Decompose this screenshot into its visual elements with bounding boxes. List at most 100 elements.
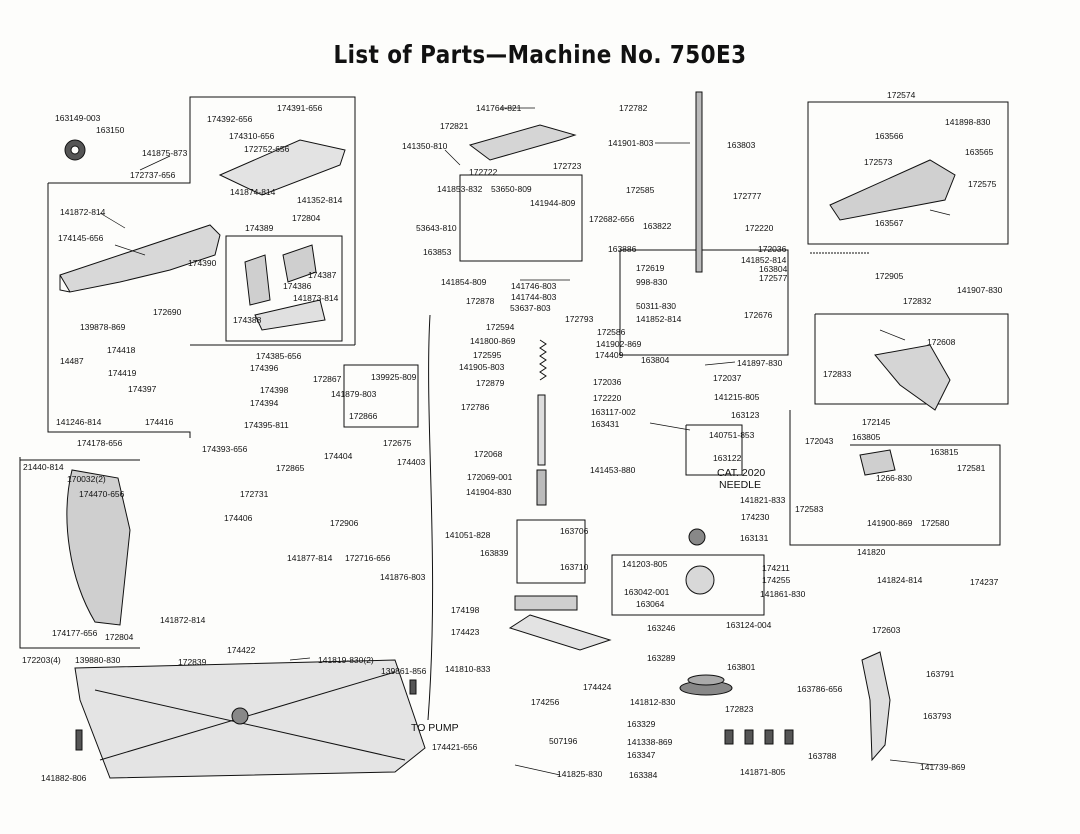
part-label: 174387 xyxy=(308,270,337,280)
part-label: 141246-814 xyxy=(56,417,102,427)
part-label: 163804 xyxy=(759,264,788,274)
part-label: 163122 xyxy=(713,453,742,463)
part-label: 172575 xyxy=(968,179,997,189)
part-label: 172069-001 xyxy=(467,472,513,482)
part-label: 163793 xyxy=(923,711,952,721)
part-label: 139880-830 xyxy=(75,655,121,665)
part-label: 141852-814 xyxy=(741,255,787,265)
part-label: 172043 xyxy=(805,436,834,446)
part-label: 172867 xyxy=(313,374,342,384)
part-label: 141875-873 xyxy=(142,148,188,158)
part-label: 174310-656 xyxy=(229,131,275,141)
part-label: 172220 xyxy=(593,393,622,403)
part-label: 172580 xyxy=(921,518,950,528)
part-label: 172821 xyxy=(440,121,469,131)
part-label: 174385-656 xyxy=(256,351,302,361)
part-label: 172682-656 xyxy=(589,214,635,224)
part-label: 163791 xyxy=(926,669,955,679)
page-title: List of Parts—Machine No. 750E3 xyxy=(333,40,747,69)
part-label: 172823 xyxy=(725,704,754,714)
part-label: 174418 xyxy=(107,345,136,355)
part-label: 174470-656 xyxy=(79,489,125,499)
part-label: 172905 xyxy=(875,271,904,281)
part-label: 172786 xyxy=(461,402,490,412)
part-label: 172586 xyxy=(597,327,626,337)
part-label: 141901-803 xyxy=(608,138,654,148)
part-label: 174178-656 xyxy=(77,438,123,448)
part-label: 163786-656 xyxy=(797,684,843,694)
part-label: 163347 xyxy=(627,750,656,760)
part-label: 163853 xyxy=(423,247,452,257)
part-label: 172723 xyxy=(553,161,582,171)
part-label: 141871-805 xyxy=(740,767,786,777)
part-label: 172804 xyxy=(105,632,134,642)
part-label: 174422 xyxy=(227,645,256,655)
part-label: 174390 xyxy=(188,258,217,268)
part-label: 141907-830 xyxy=(957,285,1003,295)
part-label: 174230 xyxy=(741,512,770,522)
part-label: 172583 xyxy=(795,504,824,514)
part-label: 141824-814 xyxy=(877,575,923,585)
part-label: 172804 xyxy=(292,213,321,223)
part-label: 172793 xyxy=(565,314,594,324)
part-label: 141898-830 xyxy=(945,117,991,127)
part-label: 141215-805 xyxy=(714,392,760,402)
part-label: 141852-814 xyxy=(636,314,682,324)
part-label: 172574 xyxy=(887,90,916,100)
part-label: 163839 xyxy=(480,548,509,558)
part-label: 174403 xyxy=(397,457,426,467)
part-label: 172722 xyxy=(469,167,498,177)
part-label: 163131 xyxy=(740,533,769,543)
part-label: 141872-814 xyxy=(60,207,106,217)
part-label: 141744-803 xyxy=(511,292,557,302)
part-label: 141882-806 xyxy=(41,773,87,783)
part-label: 172675 xyxy=(383,438,412,448)
part-label: 172676 xyxy=(744,310,773,320)
part-label: 174421-656 xyxy=(432,742,478,752)
part-label: 174423 xyxy=(451,627,480,637)
part-label: 141861-830 xyxy=(760,589,806,599)
part-label: 163384 xyxy=(629,770,658,780)
part-label: 163710 xyxy=(560,562,589,572)
part-label: 174397 xyxy=(128,384,157,394)
part-label: 141872-814 xyxy=(160,615,206,625)
part-label: 163246 xyxy=(647,623,676,633)
part-label: 172737-656 xyxy=(130,170,176,180)
part-label: 172145 xyxy=(862,417,891,427)
part-label: 163117-002 xyxy=(591,407,636,417)
part-label: 172832 xyxy=(903,296,932,306)
part-label: 172036 xyxy=(758,244,787,254)
part-label: 163706 xyxy=(560,526,589,536)
part-label: 141825-830 xyxy=(557,769,603,779)
part-label: 141051-828 xyxy=(445,530,491,540)
part-label: 172581 xyxy=(957,463,986,473)
part-label: 172690 xyxy=(153,307,182,317)
part-label: 174198 xyxy=(451,605,480,615)
part-label: 172731 xyxy=(240,489,269,499)
part-label: 172777 xyxy=(733,191,762,201)
part-label: 141352-814 xyxy=(297,195,343,205)
part-label: 141739-869 xyxy=(920,762,966,772)
part-label: 172906 xyxy=(330,518,359,528)
part-label: 174237 xyxy=(970,577,999,587)
part-label: 170032(2) xyxy=(67,474,106,484)
part-label: 163886 xyxy=(608,244,637,254)
part-label: 174409 xyxy=(595,350,624,360)
part-label: 174392-656 xyxy=(207,114,253,124)
part-label: 21440-814 xyxy=(23,462,64,472)
part-label: 163149-003 xyxy=(55,113,101,123)
part-label: 163803 xyxy=(727,140,756,150)
part-label: 174416 xyxy=(145,417,174,427)
part-label: 1266-830 xyxy=(876,473,912,483)
part-label: 163329 xyxy=(627,719,656,729)
part-label: 141453-880 xyxy=(590,465,636,475)
part-label: 172608 xyxy=(927,337,956,347)
part-label: 163124-004 xyxy=(726,620,772,630)
part-label: 172037 xyxy=(713,373,742,383)
part-label: 174395-811 xyxy=(244,420,289,430)
part-label: 163431 xyxy=(591,419,620,429)
part-label: 140751-853 xyxy=(709,430,755,440)
part-label: 14487 xyxy=(60,356,84,366)
part-label: 174177-656 xyxy=(52,628,98,638)
part-label: 172594 xyxy=(486,322,515,332)
